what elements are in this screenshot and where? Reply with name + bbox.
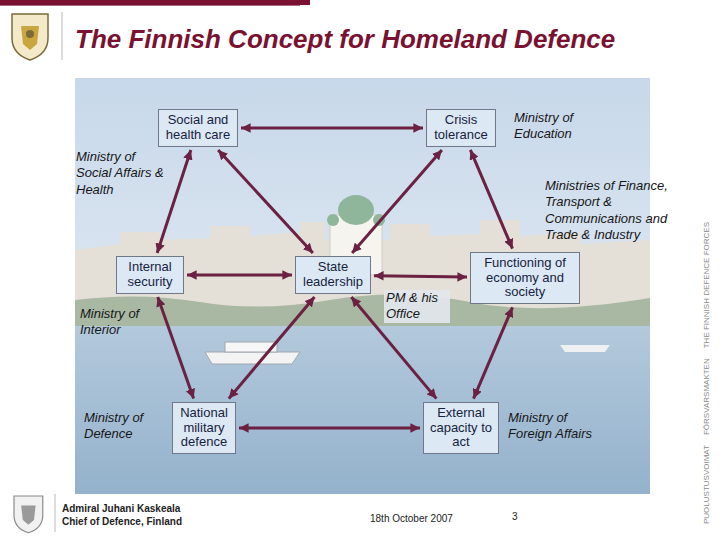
- ministry-label: Ministry of Education: [514, 110, 606, 143]
- author-title: Chief of Defence, Finland: [62, 516, 182, 528]
- connector-arrow: [218, 150, 313, 253]
- connector-arrow: [374, 276, 467, 277]
- photo-ferry: [205, 352, 300, 364]
- crest-shield: [14, 496, 43, 533]
- connector-arrow: [158, 297, 194, 399]
- box-text: Social and health care: [164, 113, 232, 143]
- concept-box: External capacity to act: [423, 402, 499, 455]
- top-bar-line: [0, 5, 300, 6]
- ministry-label: PM & his Office: [384, 290, 450, 323]
- side-logo-text: FÖRSVARSMAKTEN: [702, 358, 712, 435]
- concept-box: State leadership: [295, 256, 371, 294]
- top-bar: [0, 0, 310, 5]
- concept-box: Crisis tolerance: [426, 109, 496, 147]
- concept-box: National military defence: [172, 402, 236, 455]
- photo-dome-small: [327, 214, 339, 226]
- divider: [55, 494, 56, 532]
- connector-arrow: [239, 427, 420, 430]
- box-text: State leadership: [301, 260, 365, 290]
- box-text: Crisis tolerance: [432, 113, 490, 143]
- box-text: Internal security: [122, 260, 178, 290]
- side-logo-text: THE FINNISH DEFENCE FORCES: [702, 222, 712, 348]
- crest-logo: [12, 14, 48, 60]
- crest-logo: [14, 496, 43, 533]
- crest-emblem: [21, 26, 39, 50]
- box-text: External capacity to act: [429, 406, 493, 451]
- connector-arrow: [470, 150, 512, 249]
- crest-shield: [12, 14, 48, 60]
- divider: [62, 12, 63, 60]
- page-number: 3: [512, 511, 518, 523]
- concept-box: Functioning of economy and society: [470, 252, 580, 305]
- ministry-label: Ministry of Social Affairs & Health: [76, 149, 171, 198]
- ministry-label: Ministry of Interior: [80, 306, 160, 339]
- concept-box: Social and health care: [158, 109, 238, 147]
- side-logo-text: PUOLUSTUSVOIMAT: [702, 445, 712, 524]
- photo-boat: [560, 345, 610, 352]
- connector-arrow: [352, 150, 442, 253]
- author-name: Admiral Juhani Kaskeala: [62, 503, 180, 515]
- crest-emblem: [21, 506, 35, 525]
- ministry-label: Ministry of Foreign Affairs: [508, 410, 612, 443]
- crest-dot: [26, 30, 34, 38]
- photo-dome: [338, 195, 374, 225]
- slide-title: The Finnish Concept for Homeland Defence: [75, 24, 615, 55]
- ministry-label: Ministry of Defence: [84, 410, 164, 443]
- photo-sea: [75, 326, 650, 494]
- connector-arrow: [187, 274, 292, 277]
- side-logo: PUOLUSTUSVOIMAT FÖRSVARSMAKTEN THE FINNISH…: [702, 222, 712, 524]
- ministry-label: Ministries of Finance, Transport & Commu…: [545, 178, 697, 243]
- box-text: National military defence: [178, 406, 230, 451]
- photo-sky: [75, 78, 650, 494]
- connector-arrow: [474, 307, 513, 398]
- concept-box: Internal security: [116, 256, 184, 294]
- date-label: 18th October 2007: [370, 513, 453, 525]
- box-text: Functioning of economy and society: [476, 256, 574, 301]
- connector-arrow: [229, 297, 315, 399]
- connector-arrow: [241, 127, 423, 130]
